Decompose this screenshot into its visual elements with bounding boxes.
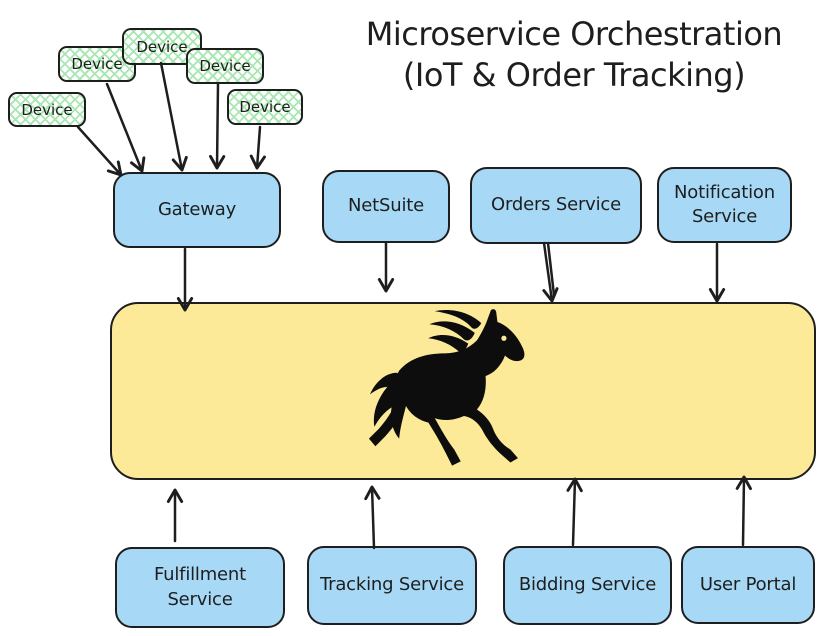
user-portal-node: User Portal: [681, 546, 815, 624]
tracking-service-node: Tracking Service: [307, 546, 477, 625]
notification-service-node: Notification Service: [657, 167, 792, 243]
fulfillment-service-node: Fulfillment Service: [115, 547, 285, 628]
arrow-orders-bus-sketch: [546, 241, 556, 297]
bidding-service-label: Bidding Service: [518, 574, 657, 596]
device-node-4: Device: [186, 48, 264, 84]
arrow-device1-gateway: [76, 125, 123, 177]
fulfillment-service-label: Fulfillment Service: [154, 564, 246, 610]
arrow-tracking-bus: [364, 485, 381, 550]
orders-service-node: Orders Service: [470, 167, 642, 244]
diagram-title-line1: Microservice Orchestration: [365, 15, 783, 53]
device-label: Device: [136, 37, 188, 56]
device-label: Device: [21, 100, 73, 119]
device-node-5: Device: [227, 89, 303, 125]
device-node-1: Device: [8, 92, 86, 127]
user-portal-label: User Portal: [699, 573, 797, 595]
device-label: Device: [239, 98, 291, 116]
orders-service-label: Orders Service: [491, 194, 621, 216]
device-node-2: Device: [58, 46, 136, 82]
device-node-3: Device: [122, 28, 202, 65]
gateway-node: Gateway: [113, 172, 281, 248]
arrow-device5-gateway: [249, 125, 266, 170]
horse-icon: [368, 309, 525, 466]
arrow-userportal-bus: [735, 475, 752, 547]
diagram-title-line2: (IoT & Order Tracking): [402, 55, 746, 94]
notification-service-label: Notification Service: [674, 181, 775, 227]
netsuite-node: NetSuite: [322, 170, 450, 243]
arrow-orders-bus: [542, 241, 559, 303]
netsuite-label: NetSuite: [348, 195, 424, 217]
arrow-device3-gateway: [159, 61, 188, 172]
device-label: Device: [199, 57, 251, 75]
device-label: Device: [71, 55, 123, 73]
tracking-service-label: Tracking Service: [320, 574, 464, 596]
arrow-device2-gateway: [105, 82, 146, 173]
diagram-title: Microservice Orchestration (IoT & Order …: [324, 14, 824, 96]
arrow-bidding-bus: [566, 477, 583, 547]
bidding-service-node: Bidding Service: [503, 546, 672, 625]
arrow-device4-gateway: [209, 82, 226, 170]
gateway-label: Gateway: [157, 198, 237, 220]
